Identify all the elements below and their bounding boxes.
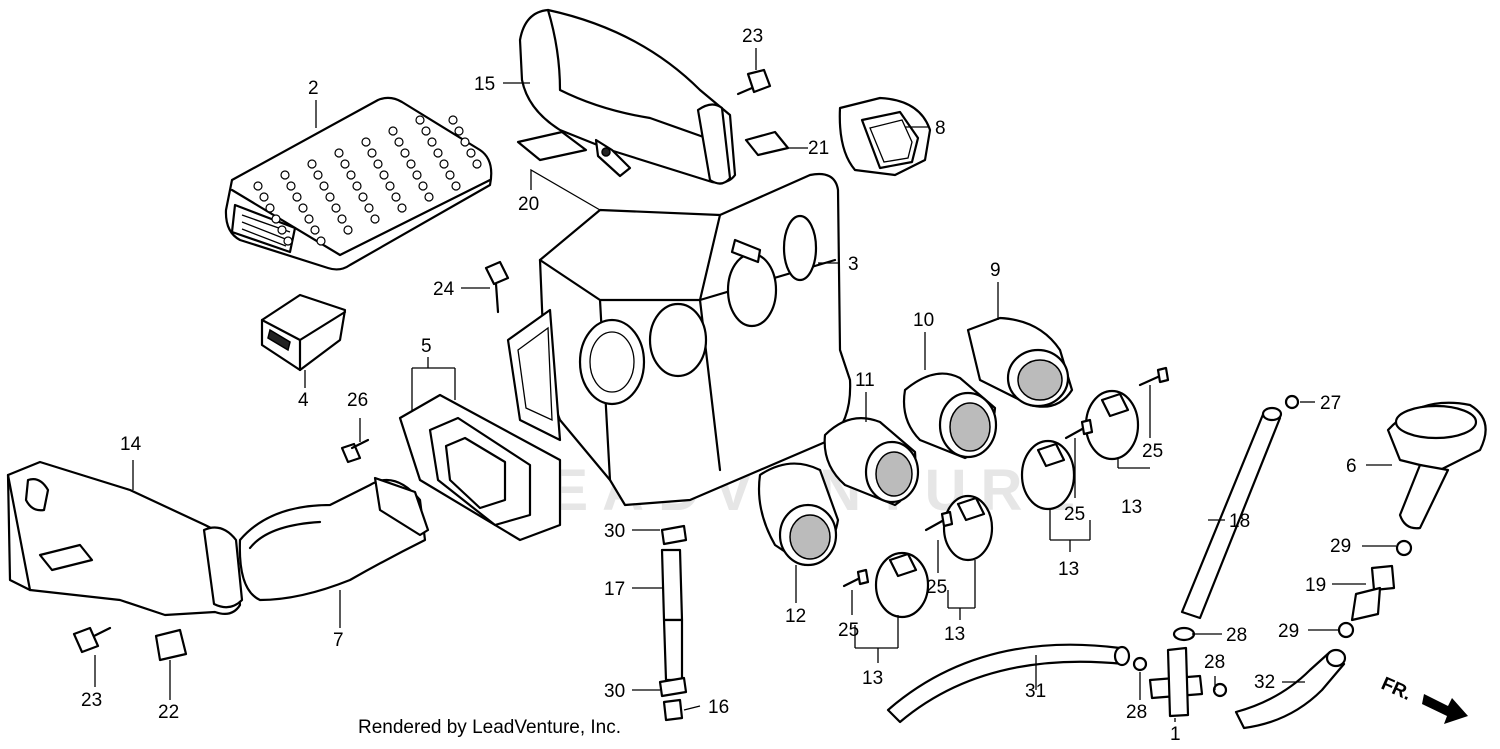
part-8-inlet-rubber xyxy=(838,96,932,177)
callout-17: 17 xyxy=(604,579,625,600)
callout-5: 5 xyxy=(421,336,432,357)
callout-4: 4 xyxy=(298,390,309,411)
callout-2: 2 xyxy=(308,78,319,99)
callout-26: 26 xyxy=(347,390,368,411)
callout-9: 9 xyxy=(990,260,1001,281)
part-24-bolt xyxy=(484,260,510,314)
part-14-lower-duct xyxy=(6,460,244,617)
callout-27: 27 xyxy=(1320,393,1341,414)
part-6-drain-cup xyxy=(1386,401,1487,530)
callout-25-c: 25 xyxy=(926,577,947,598)
callout-32: 32 xyxy=(1254,672,1275,693)
callout-28-b: 28 xyxy=(1204,652,1225,673)
part-19-joint xyxy=(1350,564,1396,622)
callout-23-bottom: 23 xyxy=(81,690,102,711)
callout-29-a: 29 xyxy=(1330,536,1351,557)
part-22-label xyxy=(154,628,188,662)
part-7-connecting-tube xyxy=(238,476,430,602)
part-12-boot xyxy=(757,462,840,567)
callout-15: 15 xyxy=(474,74,495,95)
render-credit: Rendered by LeadVenture, Inc. xyxy=(358,717,621,738)
callout-13-b: 13 xyxy=(1058,559,1079,580)
callout-13-d: 13 xyxy=(862,668,883,689)
part-10-boot xyxy=(902,372,998,460)
part-3-air-cleaner-case xyxy=(506,172,852,507)
part-25-screws xyxy=(842,366,1170,588)
part-11-boot xyxy=(823,417,920,507)
part-9-boot xyxy=(966,316,1074,408)
callout-28-c: 28 xyxy=(1126,702,1147,723)
air-filter-element xyxy=(224,96,493,271)
part-5-gasket xyxy=(398,393,562,542)
callout-10: 10 xyxy=(913,310,934,331)
callout-16: 16 xyxy=(708,697,729,718)
callout-23-top: 23 xyxy=(742,26,763,47)
callout-3: 3 xyxy=(848,254,859,275)
front-direction-label: FR. xyxy=(1378,673,1415,705)
callout-20: 20 xyxy=(518,194,539,215)
callout-13-c: 13 xyxy=(944,624,965,645)
part-17-drain-tube xyxy=(658,524,688,722)
front-direction-indicator: FR. xyxy=(1378,673,1468,724)
hose-clips xyxy=(1132,394,1413,698)
front-direction-arrow-icon xyxy=(1422,694,1468,724)
part-15-upper-duct xyxy=(518,8,737,185)
callout-30-b: 30 xyxy=(604,681,625,702)
callout-8: 8 xyxy=(935,118,946,139)
callout-25-d: 25 xyxy=(838,620,859,641)
callout-28-a: 28 xyxy=(1226,625,1247,646)
part-32-hose xyxy=(1234,648,1347,730)
part-4-clip xyxy=(260,293,347,372)
callout-19: 19 xyxy=(1305,575,1326,596)
callout-25-a: 25 xyxy=(1142,441,1163,462)
part-1-t-fitting xyxy=(1148,646,1204,718)
callout-7: 7 xyxy=(333,630,344,651)
callout-13-a: 13 xyxy=(1121,497,1142,518)
part-23-bolt-bottom xyxy=(72,626,112,654)
part-20-label xyxy=(516,130,588,162)
part-13-clamps xyxy=(874,389,1140,619)
callout-11: 11 xyxy=(855,370,875,391)
part-23-bolt-top xyxy=(736,68,772,96)
callout-labels: 2 23 15 8 21 20 3 24 4 5 26 14 7 23 22 9… xyxy=(81,26,1357,745)
part-18-hose xyxy=(1180,406,1283,620)
part-21-label xyxy=(744,130,790,157)
callout-31: 31 xyxy=(1025,681,1046,702)
callout-21: 21 xyxy=(808,138,829,159)
callout-25-b: 25 xyxy=(1064,504,1085,525)
part-31-hose xyxy=(886,643,1131,724)
callout-12: 12 xyxy=(785,606,806,627)
callout-30-a: 30 xyxy=(604,521,625,542)
leader-lines xyxy=(94,48,1396,722)
part-26-screw xyxy=(340,438,370,464)
callout-29-b: 29 xyxy=(1278,621,1299,642)
callout-6: 6 xyxy=(1346,456,1357,477)
callout-22: 22 xyxy=(158,702,179,723)
callout-24: 24 xyxy=(433,279,455,300)
callout-1: 1 xyxy=(1170,724,1181,744)
callout-14: 14 xyxy=(120,434,142,455)
callout-18: 18 xyxy=(1229,511,1250,532)
